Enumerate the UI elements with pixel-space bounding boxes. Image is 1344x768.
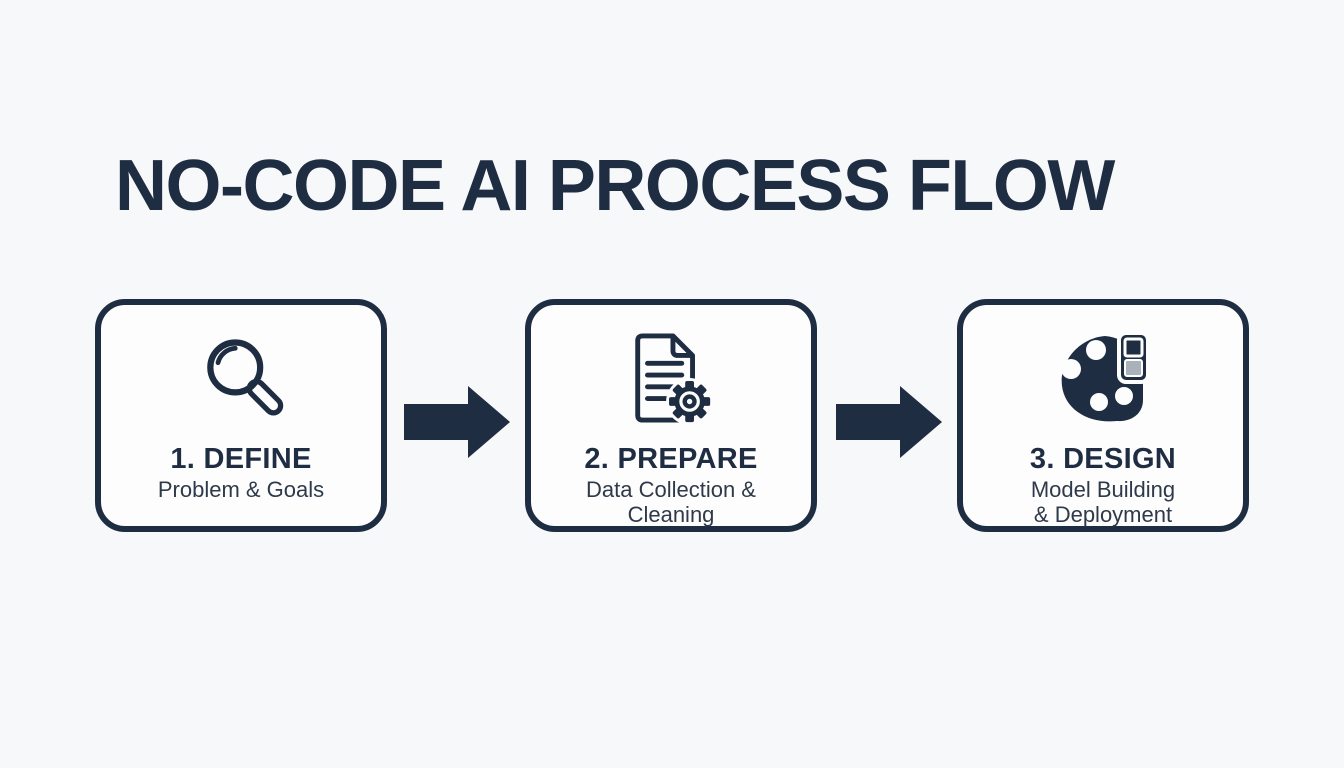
- step-number-title: 2. PREPARE: [584, 443, 758, 475]
- step-subtitle: Model Building & Deployment: [963, 477, 1243, 527]
- step-subtitle: Data Collection & Cleaning: [531, 477, 811, 527]
- step-subtitle: Problem & Goals: [101, 477, 381, 503]
- step-number-title: 3. DESIGN: [1029, 443, 1177, 475]
- page-title: NO-CODE AI PROCESS FLOW: [115, 146, 1115, 226]
- subtitle-line: Model Building: [1030, 477, 1176, 502]
- subtitle-line: & Deployment: [1033, 501, 1173, 527]
- subtitle-line: Cleaning: [627, 501, 715, 527]
- subtitle-line: Data Collection &: [586, 477, 756, 502]
- flow-arrow-icon: [836, 386, 942, 458]
- palette-icon: [963, 329, 1243, 427]
- step-card-define: 1. DEFINE Problem & Goals: [95, 299, 387, 532]
- document-gear-icon: [531, 329, 811, 427]
- step-card-design: 3. DESIGN Model Building & Deployment: [957, 299, 1249, 532]
- subtitle-line: Problem & Goals: [157, 477, 325, 502]
- step-number-title: 1. DEFINE: [170, 443, 312, 475]
- flow-arrow-icon: [404, 386, 510, 458]
- magnifier-icon: [101, 329, 381, 427]
- step-card-prepare: 2. PREPARE Data Collection & Cleaning: [525, 299, 817, 532]
